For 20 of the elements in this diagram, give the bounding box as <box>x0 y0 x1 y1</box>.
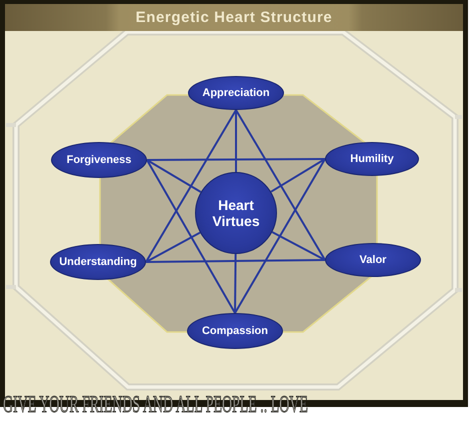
connector-line <box>146 160 236 314</box>
connector-line <box>270 158 326 193</box>
connector-line <box>234 158 326 314</box>
connector-line <box>146 232 200 263</box>
node-label: Humility <box>350 152 394 166</box>
connector-line <box>272 231 326 261</box>
connector-line <box>146 159 202 193</box>
node-label: Compassion <box>202 324 268 338</box>
connector-line <box>235 110 237 172</box>
node-label: Appreciation <box>202 86 270 100</box>
connector-line <box>235 110 326 260</box>
connector-line <box>147 158 325 161</box>
connector-line <box>145 110 237 262</box>
node-label: Understanding <box>59 256 137 268</box>
connector-line <box>234 254 237 314</box>
node-label: Valor <box>360 254 386 266</box>
connector-line <box>146 259 326 263</box>
diagram-title: Energetic Heart Structure <box>136 9 332 26</box>
node-label: Forgiveness <box>66 154 132 166</box>
node-label: Heart Virtues <box>211 196 261 230</box>
